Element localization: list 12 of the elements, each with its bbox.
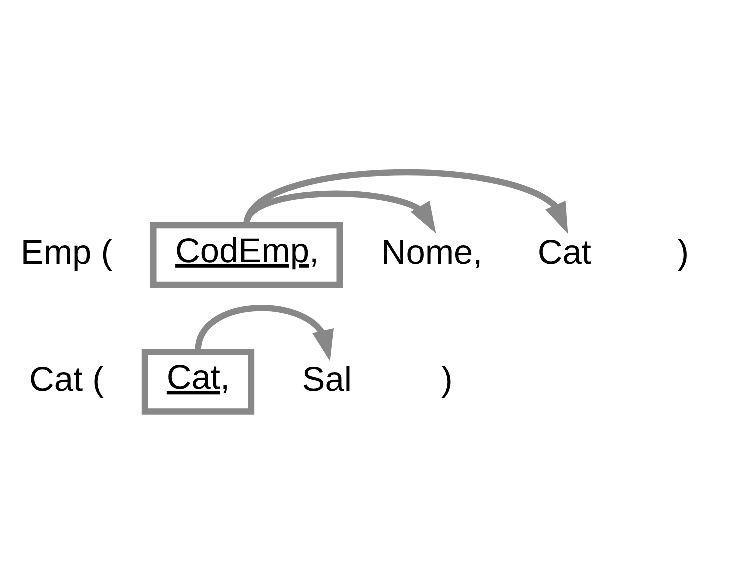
node-text: Sal: [302, 360, 352, 398]
label: ): [441, 360, 453, 398]
label: ): [678, 234, 690, 272]
label: Cat (: [29, 360, 104, 398]
arrow: [244, 190, 436, 234]
node-text: Nome,: [381, 234, 483, 272]
node-box: Cat,: [142, 348, 255, 414]
label: Emp (: [20, 234, 113, 272]
arrow: [195, 304, 334, 361]
arrow: [244, 169, 568, 234]
node-box: CodEmp,: [150, 222, 343, 288]
node-text: Cat: [538, 234, 592, 272]
